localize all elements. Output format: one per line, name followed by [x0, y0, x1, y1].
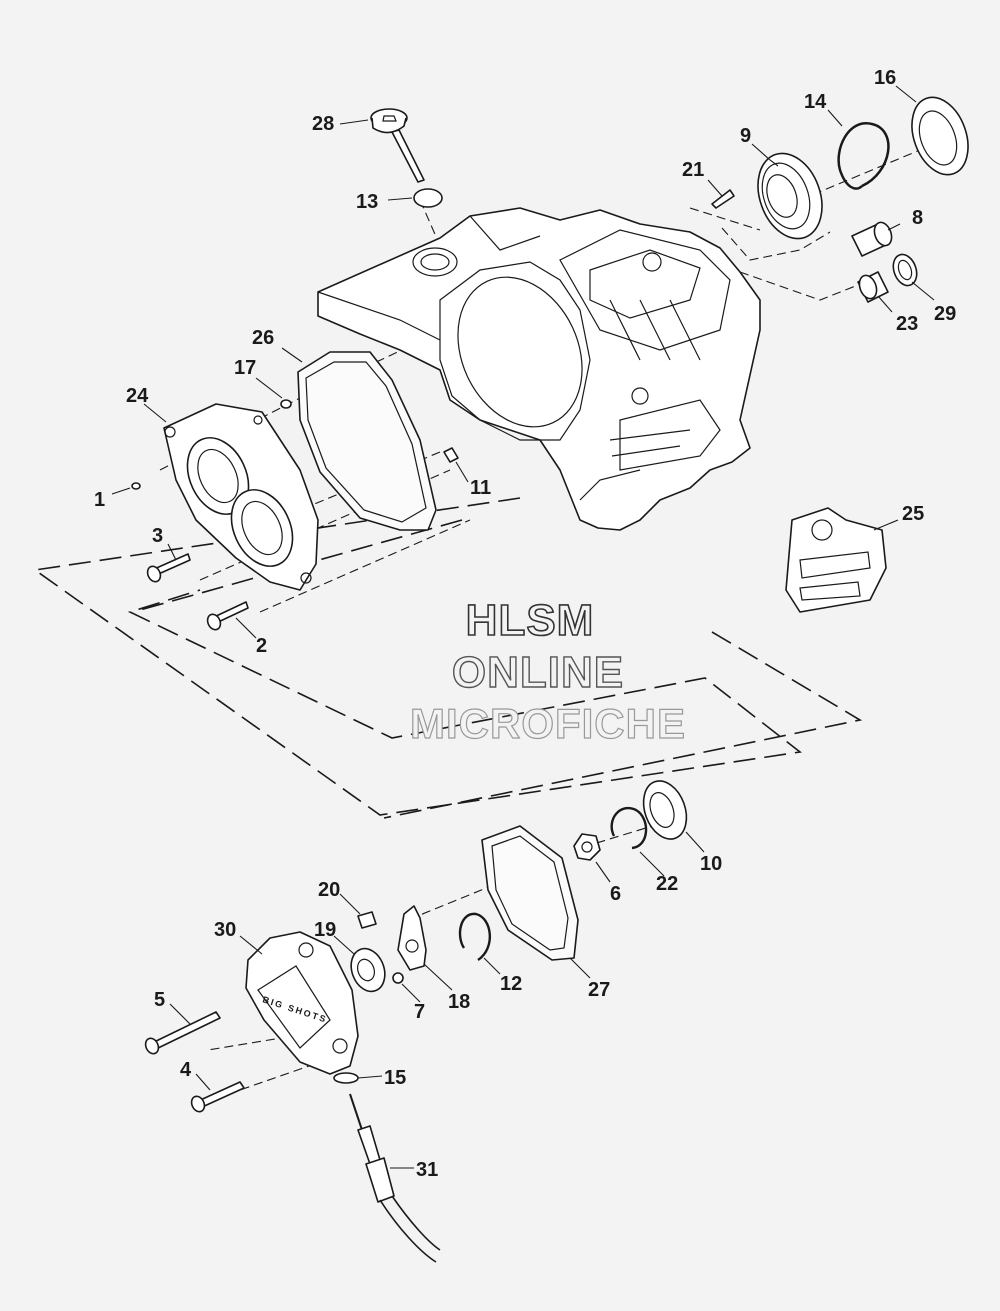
part-22-retaining-ring — [610, 806, 648, 850]
callout-21: 21 — [682, 159, 704, 181]
callout-31: 31 — [416, 1159, 438, 1181]
part-5-screw — [144, 1011, 221, 1055]
part-23-bushing — [857, 271, 889, 303]
callout-19: 19 — [314, 919, 336, 941]
part-30-shifter-cover: BIG SHOTS — [245, 931, 359, 1075]
part-27-gasket — [481, 825, 579, 961]
callout-14: 14 — [804, 91, 827, 113]
part-14-retaining-ring — [837, 122, 890, 190]
callout-leaders — [111, 85, 935, 1169]
part-26-gasket — [297, 351, 437, 531]
callout-labels: 1 2 3 4 5 6 7 8 9 10 11 12 13 14 15 16 1… — [94, 67, 956, 1181]
callout-24: 24 — [126, 385, 149, 407]
callout-4: 4 — [180, 1059, 192, 1081]
part-6-nut — [573, 833, 601, 861]
callout-10: 10 — [700, 853, 722, 875]
watermark-line-1: HLSM — [465, 595, 595, 646]
callout-15: 15 — [384, 1067, 406, 1089]
part-18-shift-lever — [397, 905, 427, 971]
callout-11: 11 — [470, 477, 491, 499]
callout-17: 17 — [234, 357, 256, 379]
callout-8: 8 — [912, 207, 923, 229]
part-13-o-ring — [413, 188, 443, 208]
part-9-bearing — [757, 152, 823, 240]
part-25-gasket — [785, 507, 887, 613]
callout-23: 23 — [896, 313, 918, 335]
part-3-screw — [146, 553, 191, 583]
callout-6: 6 — [610, 883, 621, 905]
part-7-ball — [392, 972, 404, 984]
part-21-vent — [711, 189, 735, 209]
part-12-retaining-ring — [458, 912, 492, 961]
callout-26: 26 — [252, 327, 274, 349]
part-24-transmission-door — [163, 403, 319, 591]
callout-27: 27 — [588, 979, 610, 1001]
part-8-bushing — [851, 221, 893, 257]
transmission-case — [317, 207, 761, 531]
callout-22: 22 — [656, 873, 678, 895]
callout-13: 13 — [356, 191, 378, 213]
callout-12: 12 — [500, 973, 522, 995]
part-10-bearing — [642, 780, 688, 840]
part-20-screw — [357, 911, 377, 929]
part-28-pivot-pin — [370, 108, 425, 183]
callout-20: 20 — [318, 879, 340, 901]
part-16-seal — [911, 96, 969, 176]
callout-3: 3 — [152, 525, 163, 547]
callout-29: 29 — [934, 303, 956, 325]
dowel-pins — [131, 399, 459, 490]
callout-18: 18 — [448, 991, 470, 1013]
callout-1: 1 — [94, 489, 105, 511]
callout-25: 25 — [902, 503, 924, 525]
part-19-washer — [350, 947, 386, 993]
callout-28: 28 — [312, 113, 334, 135]
callout-30: 30 — [214, 919, 236, 941]
callout-2: 2 — [256, 635, 267, 657]
callout-5: 5 — [154, 989, 165, 1011]
callout-9: 9 — [740, 125, 751, 147]
callout-7: 7 — [414, 1001, 425, 1023]
part-29-seal — [892, 253, 918, 287]
watermark-line-2: ONLINE — [451, 647, 625, 697]
part-31-shift-cable — [349, 1093, 441, 1263]
part-4-screw — [190, 1081, 245, 1113]
callout-16: 16 — [874, 67, 896, 89]
part-15-o-ring — [333, 1072, 359, 1084]
watermark-line-3: MICROFICHE — [409, 699, 686, 747]
part-2-screw — [206, 601, 249, 631]
